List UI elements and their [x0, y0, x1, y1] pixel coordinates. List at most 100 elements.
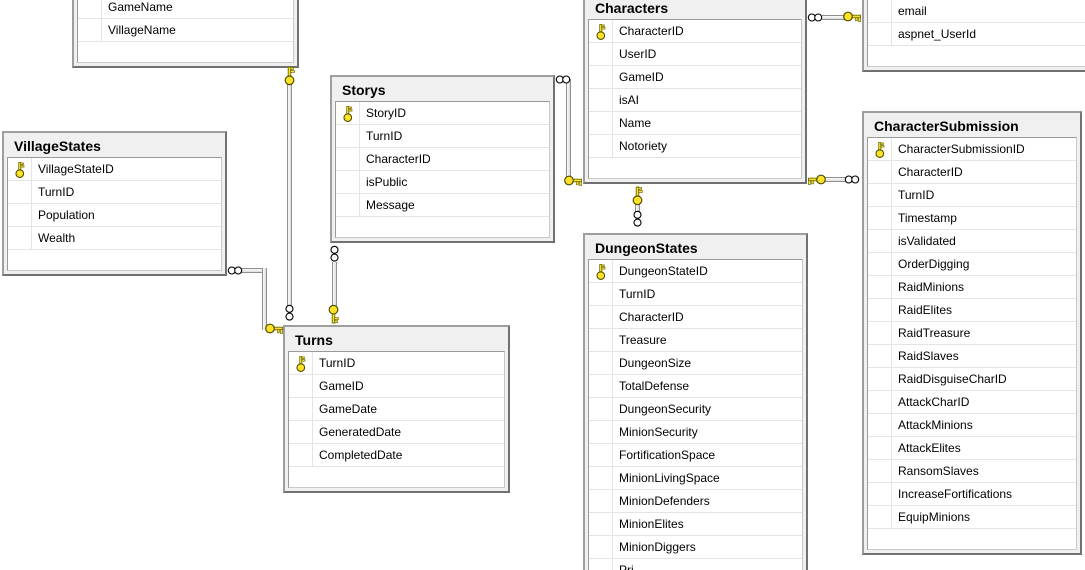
entity-table-top-left-partial[interactable]: GameName VillageName [72, 0, 299, 68]
field-row[interactable]: RaidSlaves [868, 345, 1076, 368]
entity-table-turns[interactable]: Turns TurnID GameID [283, 325, 510, 493]
field-row[interactable]: EquipMinions [868, 506, 1076, 529]
field-row[interactable]: GeneratedDate [289, 421, 504, 444]
entity-table-villagestates[interactable]: VillageStates VillageStateID TurnID [2, 131, 227, 276]
field-row[interactable]: Population [8, 204, 221, 227]
field-icon-cell [589, 559, 613, 570]
field-row[interactable]: GameID [289, 375, 504, 398]
relationship-connector-turns-storys[interactable] [332, 262, 337, 306]
field-row[interactable]: MinionDiggers [589, 536, 802, 559]
field-row[interactable]: AttackMinions [868, 414, 1076, 437]
field-row[interactable]: TurnID [289, 352, 504, 375]
field-icon-cell [589, 490, 613, 512]
field-icon-cell [868, 138, 892, 160]
relationship-connector-characters-storys[interactable] [566, 79, 571, 178]
field-row[interactable]: isValidated [868, 230, 1076, 253]
field-row[interactable]: RaidElites [868, 299, 1076, 322]
field-row[interactable]: TurnID [8, 181, 221, 204]
field-row[interactable]: CharacterID [336, 148, 549, 171]
table-title[interactable]: VillageStates [14, 138, 101, 154]
field-row[interactable]: RaidDisguiseCharID [868, 368, 1076, 391]
field-name-label: MinionSecurity [619, 425, 698, 439]
entity-table-dungeonstates[interactable]: DungeonStates DungeonStateID TurnID [583, 233, 808, 570]
field-row[interactable]: aspnet_UserId [868, 23, 1085, 46]
table-title[interactable]: Storys [342, 82, 386, 98]
field-name-label: isValidated [898, 234, 956, 248]
field-name-label: CompletedDate [319, 448, 403, 462]
field-row[interactable]: CompletedDate [289, 444, 504, 467]
field-row[interactable]: Treasure [589, 329, 802, 352]
field-row[interactable]: MinionSecurity [589, 421, 802, 444]
field-name-label: GeneratedDate [319, 425, 402, 439]
table-title[interactable]: Characters [595, 0, 669, 16]
entity-table-top-right-partial[interactable]: email aspnet_UserId [862, 0, 1085, 72]
field-row[interactable]: RaidMinions [868, 276, 1076, 299]
entity-table-characters[interactable]: Characters CharacterID UserID [583, 0, 807, 184]
table-body: CharacterSubmissionID CharacterID TurnID [867, 137, 1077, 550]
field-icon-cell [589, 43, 613, 65]
field-row[interactable]: FortificationSpace [589, 444, 802, 467]
field-icon-cell [589, 20, 613, 42]
field-row[interactable]: DungeonStateID [589, 260, 802, 283]
table-title[interactable]: Turns [295, 332, 333, 348]
field-row[interactable]: Wealth [8, 227, 221, 250]
field-icon-cell [336, 148, 360, 170]
primary-key-icon [595, 23, 605, 40]
field-row[interactable]: AttackCharID [868, 391, 1076, 414]
field-row[interactable]: TurnID [589, 283, 802, 306]
field-row[interactable]: DungeonSize [589, 352, 802, 375]
field-row[interactable]: GameID [589, 66, 801, 89]
field-row[interactable]: TurnID [868, 184, 1076, 207]
field-row[interactable]: CharacterID [589, 20, 801, 43]
entity-table-storys[interactable]: Storys StoryID TurnID [330, 75, 555, 243]
field-row[interactable]: CharacterID [589, 306, 802, 329]
table-title[interactable]: DungeonStates [595, 240, 698, 256]
field-row[interactable]: Name [589, 112, 801, 135]
field-row[interactable]: email [868, 0, 1085, 23]
field-row[interactable]: OrderDigging [868, 253, 1076, 276]
field-row[interactable]: MinionLivingSpace [589, 467, 802, 490]
field-row[interactable]: IncreaseFortifications [868, 483, 1076, 506]
relationship-connector-characters-charactersubmission[interactable] [825, 177, 847, 182]
field-row[interactable]: Message [336, 194, 549, 217]
field-row[interactable]: TotalDefense [589, 375, 802, 398]
field-row[interactable]: CharacterID [868, 161, 1076, 184]
table-empty-row [589, 158, 801, 178]
field-icon-cell [868, 414, 892, 436]
field-row[interactable]: VillageName [78, 19, 293, 42]
field-row[interactable]: RansomSlaves [868, 460, 1076, 483]
field-row[interactable]: TurnID [336, 125, 549, 148]
field-row[interactable]: AttackElites [868, 437, 1076, 460]
field-row[interactable]: UserID [589, 43, 801, 66]
field-row[interactable]: CharacterSubmissionID [868, 138, 1076, 161]
field-name-label: CharacterID [366, 152, 431, 166]
field-row[interactable]: StoryID [336, 102, 549, 125]
field-icon-cell [868, 230, 892, 252]
field-icon-cell [589, 306, 613, 328]
field-row[interactable]: GameName [78, 0, 293, 19]
field-row[interactable]: isAI [589, 89, 801, 112]
field-row[interactable]: Pri [589, 559, 802, 570]
field-name-label: Wealth [38, 231, 76, 245]
relationship-connector-turns-villagestates[interactable] [241, 268, 267, 273]
relationship-connector-users-characters[interactable] [822, 15, 846, 20]
entity-table-charactersubmission[interactable]: CharacterSubmission CharacterSubmissionI… [862, 111, 1082, 555]
field-name-label: isAI [619, 93, 640, 107]
field-row[interactable]: Timestamp [868, 207, 1076, 230]
relationship-connector-characters-dungeonstates[interactable] [635, 203, 640, 213]
many-side-infinity-icon [285, 304, 294, 321]
relationship-connector-turns-villagestates-v[interactable] [262, 268, 267, 330]
relationship-connector-games-turns[interactable] [287, 84, 292, 305]
field-row[interactable]: isPublic [336, 171, 549, 194]
field-row[interactable]: MinionElites [589, 513, 802, 536]
table-body: DungeonStateID TurnID CharacterID [588, 259, 803, 570]
field-name-label: UserID [619, 47, 657, 61]
field-row[interactable]: RaidTreasure [868, 322, 1076, 345]
field-row[interactable]: Notoriety [589, 135, 801, 158]
field-row[interactable]: DungeonSecurity [589, 398, 802, 421]
field-row[interactable]: MinionDefenders [589, 490, 802, 513]
field-row[interactable]: GameDate [289, 398, 504, 421]
table-title[interactable]: CharacterSubmission [874, 118, 1019, 134]
field-row[interactable]: VillageStateID [8, 158, 221, 181]
